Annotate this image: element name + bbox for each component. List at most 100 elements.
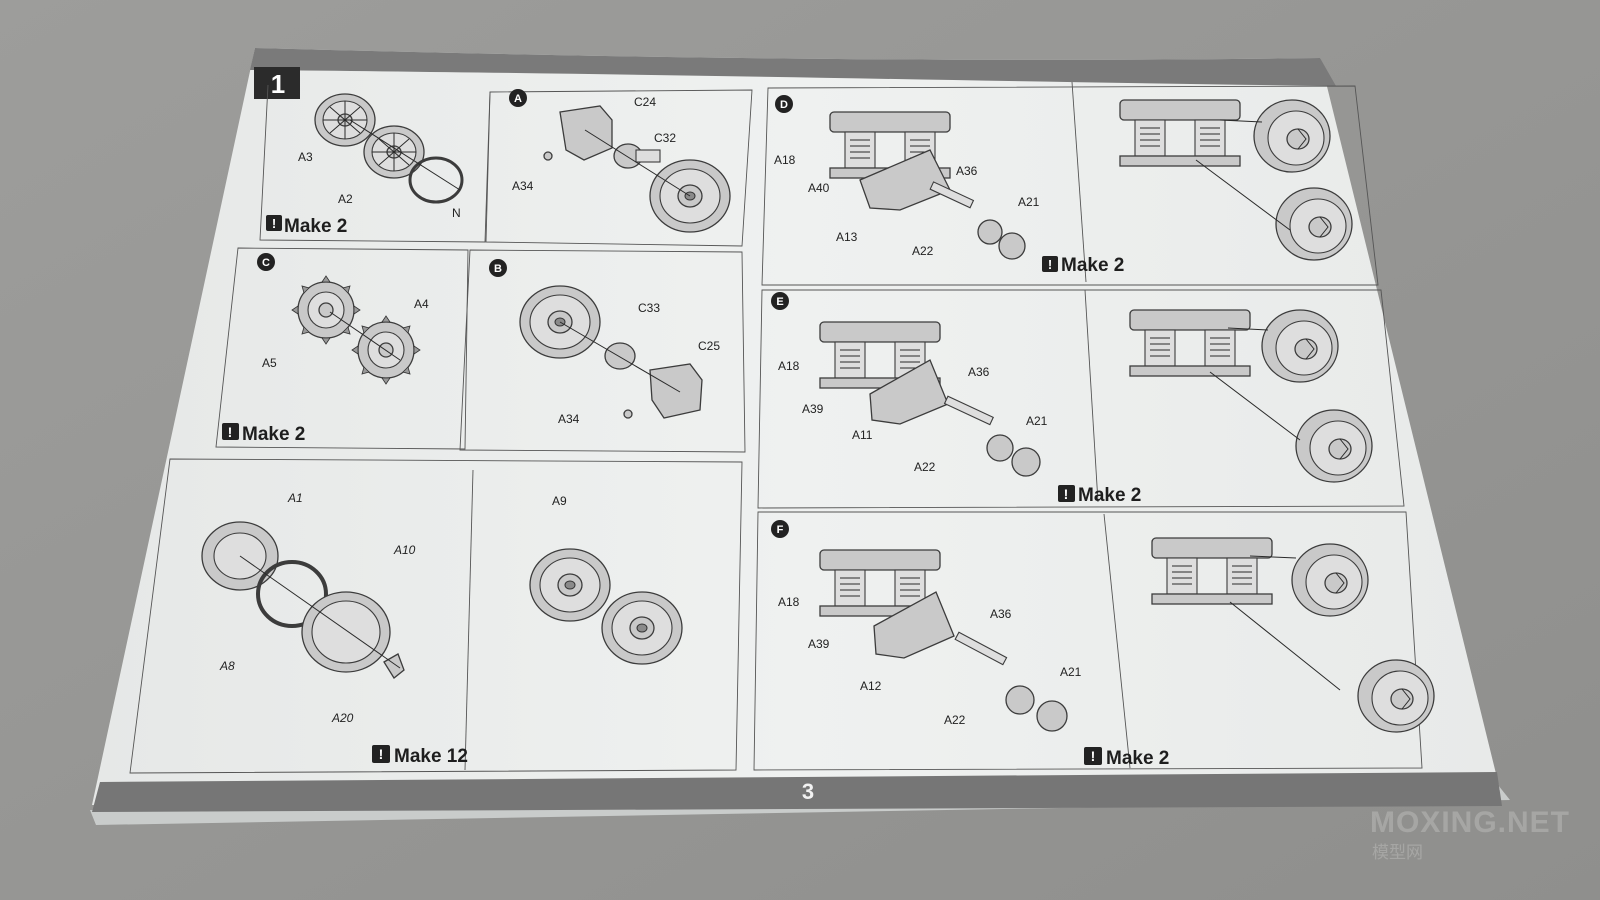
roller-a22 <box>977 219 1003 245</box>
make-label-c: Make 2 <box>242 424 305 445</box>
label-n: N <box>452 206 461 220</box>
label-f-a39: A39 <box>808 637 830 651</box>
sprocket-a5 <box>291 275 361 345</box>
bogie-bracket-a13 <box>859 149 951 211</box>
label-c25: C25 <box>698 339 720 353</box>
panel-frames <box>129 81 1423 774</box>
top-band <box>250 48 1336 86</box>
label-f-a12: A12 <box>860 679 882 693</box>
label-e-a39: A39 <box>802 402 824 416</box>
badge-c <box>257 253 275 271</box>
bogie-rod-a36-f <box>954 631 1008 666</box>
roller-a22-f <box>1005 685 1035 715</box>
svg-text:B: B <box>494 263 502 275</box>
label-a9: A9 <box>552 494 567 508</box>
label-a3: A3 <box>298 150 313 164</box>
label-e-a11: A11 <box>852 428 873 442</box>
drum-f-1 <box>1291 543 1369 617</box>
label-a2: A2 <box>338 192 353 206</box>
svg-text:!: ! <box>272 216 276 231</box>
drum-d-2 <box>1275 187 1353 261</box>
label-a34-b: A34 <box>558 412 580 426</box>
label-d-a36: A36 <box>956 164 978 178</box>
svg-text:!: ! <box>228 424 233 440</box>
label-a4: A4 <box>414 297 429 311</box>
label-f-a22: A22 <box>944 713 966 727</box>
step-number: 1 <box>271 69 285 99</box>
panel-road-wheel: A1 A10 A8 A20 A9 ! Make 12 <box>201 491 683 767</box>
roller-a22-e <box>986 434 1014 462</box>
make-icon <box>266 215 282 231</box>
label-d-a18: A18 <box>774 153 796 167</box>
svg-text:D: D <box>780 99 788 111</box>
panel-c: C A4 A5 ! Make 2 <box>222 253 429 445</box>
drum-e-2 <box>1295 409 1373 483</box>
pin-a34 <box>543 151 553 161</box>
axle-c33 <box>604 342 636 370</box>
label-e-a21: A21 <box>1026 414 1048 428</box>
label-a34: A34 <box>512 179 534 193</box>
svg-text:!: ! <box>1064 486 1069 502</box>
roller-a21-f <box>1036 700 1068 732</box>
tyre-a8 <box>256 560 328 628</box>
watermark-sub: 模型网 <box>1372 843 1423 863</box>
idler-wheel-outer <box>314 93 376 147</box>
badge-d <box>775 95 793 113</box>
label-d-a22: A22 <box>912 244 934 258</box>
pin-a34-b <box>623 409 633 419</box>
label-d-a13: A13 <box>836 230 858 244</box>
svg-text:C: C <box>262 257 270 269</box>
badge-b <box>489 259 507 277</box>
bogie-rod-a36-e <box>943 395 994 426</box>
drum-d-1 <box>1253 99 1331 173</box>
svg-text:E: E <box>776 296 783 308</box>
step-badge <box>254 67 300 99</box>
idler-wheel-inner <box>363 125 425 179</box>
watermark-main: MOXING.NET <box>1370 806 1570 839</box>
assembled-wheel-back <box>601 591 683 665</box>
make-label-d: Make 2 <box>1061 255 1124 276</box>
label-a10: A10 <box>393 543 416 557</box>
label-f-a21: A21 <box>1060 665 1082 679</box>
drum-e-1 <box>1261 309 1339 383</box>
panel-d: D A18 A40 A13 A36 A21 A22 ! Make 2 <box>774 95 1353 276</box>
assembled-wheel-front <box>529 548 611 622</box>
label-a1: A1 <box>287 491 303 505</box>
panel-step1: A3 A2 N ! Make 2 <box>266 93 464 237</box>
page-number: 3 <box>802 779 814 804</box>
make-label-wheel: Make 12 <box>394 746 468 767</box>
instruction-page <box>92 48 1500 805</box>
make-label-e: Make 2 <box>1078 485 1141 506</box>
badge-f <box>771 520 789 538</box>
bogie-rod-a36 <box>929 181 975 209</box>
make-label-step1: Make 2 <box>284 216 347 237</box>
drum-f-2 <box>1357 659 1435 733</box>
panel-a: A C24 C32 A34 <box>509 89 731 233</box>
bottom-band <box>92 772 1502 812</box>
label-e-a36: A36 <box>968 365 990 379</box>
label-f-a18: A18 <box>778 595 800 609</box>
bogie-bracket-a12 <box>873 591 955 659</box>
svg-text:!: ! <box>1048 257 1052 272</box>
label-d-a21: A21 <box>1018 195 1040 209</box>
label-a8: A8 <box>219 659 235 673</box>
rubber-ring-n <box>408 156 464 204</box>
svg-text:F: F <box>777 524 784 536</box>
roller-a21 <box>998 232 1026 260</box>
label-d-a40: A40 <box>808 181 830 195</box>
make-label-f: Make 2 <box>1106 748 1169 769</box>
label-e-a18: A18 <box>778 359 800 373</box>
label-e-a22: A22 <box>914 460 936 474</box>
label-c33: C33 <box>638 301 660 315</box>
panel-f: F A18 A39 A12 A36 A21 A22 ! Make 2 <box>771 520 1435 769</box>
label-c32: C32 <box>654 131 676 145</box>
label-a20: A20 <box>331 711 354 725</box>
panel-e: E A18 A39 A11 A36 A21 A22 ! Make 2 <box>771 292 1373 506</box>
roller-a21-e <box>1011 447 1041 477</box>
badge-a <box>509 89 527 107</box>
svg-text:A: A <box>514 93 522 105</box>
idler-arm-c25 <box>649 363 703 419</box>
panel-b: B C33 C25 A34 <box>489 259 720 426</box>
bogie-bracket-a11 <box>869 359 949 425</box>
